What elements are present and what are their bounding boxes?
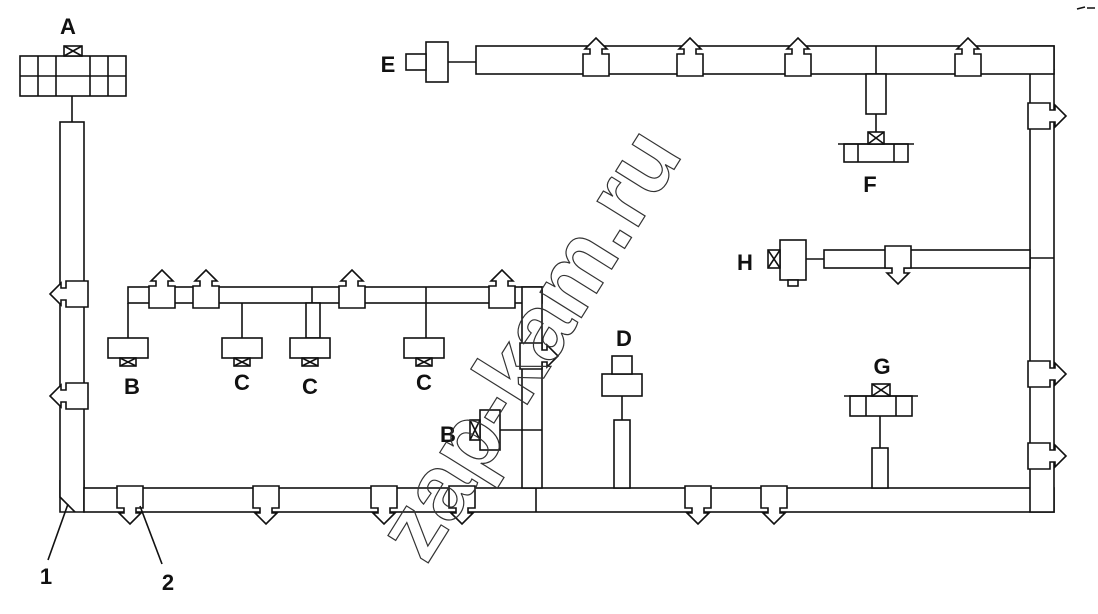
unit-a: A xyxy=(19,14,127,122)
label-d: D xyxy=(616,326,632,351)
nozzle-right-3 xyxy=(1027,442,1067,470)
leader-1: 1 xyxy=(40,503,69,589)
nozzle-left-2 xyxy=(49,382,89,410)
unit-b-left xyxy=(107,337,149,367)
label-b-left: B xyxy=(124,374,140,399)
nozzle-inner-1 xyxy=(148,269,176,309)
nozzle-h xyxy=(884,245,912,285)
corner-mark xyxy=(1076,6,1095,10)
nozzle-inner-2 xyxy=(192,269,220,309)
unit-e: E xyxy=(381,41,476,83)
label-c-3: C xyxy=(416,370,432,395)
d-riser xyxy=(613,396,631,489)
unit-g: G xyxy=(844,354,918,417)
label-g: G xyxy=(873,354,890,379)
leader-2: 2 xyxy=(139,505,174,595)
unit-c-2 xyxy=(289,337,331,367)
label-e: E xyxy=(381,52,396,77)
f-drop xyxy=(865,73,887,132)
nozzle-left-1 xyxy=(49,280,89,308)
nozzle-inner-3 xyxy=(338,269,366,309)
unit-c-3 xyxy=(403,337,445,367)
unit-b-right: B xyxy=(440,409,501,451)
label-c-1: C xyxy=(234,370,250,395)
bottom-main-duct xyxy=(83,487,1055,513)
label-1: 1 xyxy=(40,564,52,589)
unit-h: H xyxy=(737,239,807,287)
label-2: 2 xyxy=(162,570,174,595)
h-branch-duct xyxy=(806,249,1031,269)
right-main-duct xyxy=(1029,45,1055,513)
nozzle-bottom-1 xyxy=(116,485,144,525)
nozzle-top-1 xyxy=(582,37,610,77)
label-f: F xyxy=(863,172,876,197)
nozzle-bottom-5 xyxy=(684,485,712,525)
nozzle-bottom-2 xyxy=(252,485,280,525)
unit-c-1 xyxy=(221,337,263,367)
nozzle-right-1 xyxy=(1027,102,1067,130)
label-a: A xyxy=(60,14,76,39)
unit-d: D xyxy=(601,326,643,397)
nozzle-top-4 xyxy=(954,37,982,77)
label-c-2: C xyxy=(302,374,318,399)
nozzle-top-2 xyxy=(676,37,704,77)
nozzle-bottom-6 xyxy=(760,485,788,525)
nozzle-right-2 xyxy=(1027,360,1067,388)
unit-f: F xyxy=(838,131,914,197)
inner-branch-duct xyxy=(127,286,543,489)
nozzle-top-3 xyxy=(784,37,812,77)
label-h: H xyxy=(737,250,753,275)
left-main-duct xyxy=(59,121,85,513)
g-riser xyxy=(871,416,889,489)
label-b-right: B xyxy=(440,422,456,447)
